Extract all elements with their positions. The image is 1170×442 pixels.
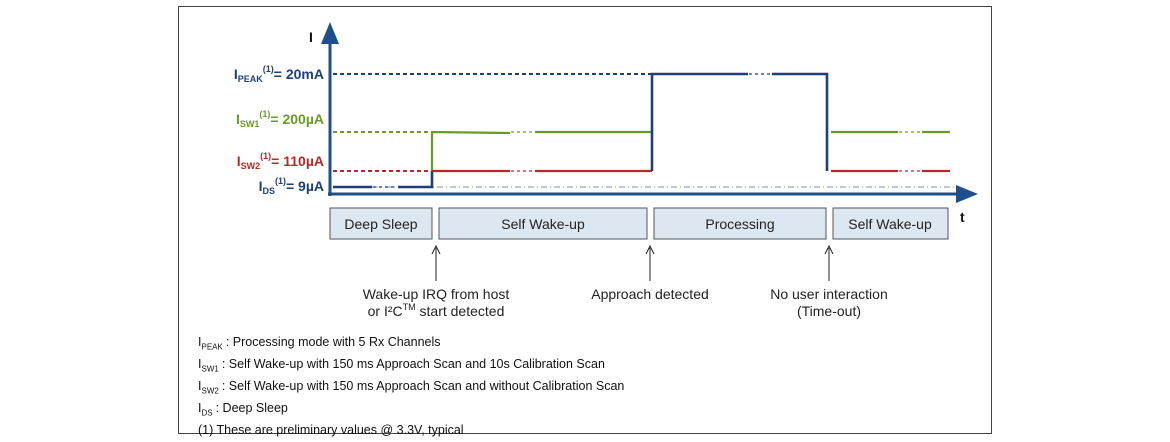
phase-boxes: Deep Sleep Self Wake-up Processing Self … xyxy=(329,207,949,240)
event-label-approach: Approach detected xyxy=(591,286,709,302)
level-label-peak: IPEAK(1)= 20mA xyxy=(234,64,324,84)
legend-row-ds: IDS: Deep Sleep xyxy=(198,400,624,422)
arrow-head-icon xyxy=(824,244,834,255)
phase-box-processing xyxy=(653,207,827,240)
legend-text: : Deep Sleep xyxy=(215,401,288,415)
legend-text: : Self Wake-up with 150 ms Approach Scan… xyxy=(221,379,625,393)
event-label-wakeup-irq: Wake-up IRQ from host xyxy=(363,286,510,302)
legend: IPEAK: Processing mode with 5 Rx Channel… xyxy=(198,334,624,439)
legend-row-sw2: ISW2: Self Wake-up with 150 ms Approach … xyxy=(198,378,624,400)
phase-label: Deep Sleep xyxy=(344,216,417,232)
level-label-sw2: ISW2(1)= 110µA xyxy=(237,151,324,171)
processing-peak-trace xyxy=(650,72,829,171)
event-label-no-interaction: No user interaction xyxy=(770,286,888,302)
phase-label: Self Wake-up xyxy=(501,216,585,232)
legend-row-sw1: ISW1: Self Wake-up with 150 ms Approach … xyxy=(198,356,624,378)
axes: I t xyxy=(309,22,978,225)
legend-symbol: IPEAK xyxy=(198,335,223,352)
phase-label: Processing xyxy=(705,216,774,232)
legend-symbol: IDS xyxy=(198,401,213,418)
level-label-ds: IDS(1)= 9µA xyxy=(259,176,324,196)
blue-current-trace xyxy=(333,171,434,189)
level-label-sw1: ISW1(1)= 200µA xyxy=(236,109,324,129)
arrow-head-icon xyxy=(645,244,655,255)
green-current-trace xyxy=(430,130,652,171)
y-axis-label: I xyxy=(309,29,313,45)
diagram-frame xyxy=(178,6,992,434)
reference-lines xyxy=(333,73,955,188)
arrow-head-icon xyxy=(431,244,441,255)
legend-row-peak: IPEAK: Processing mode with 5 Rx Channel… xyxy=(198,334,624,356)
phase-label: Self Wake-up xyxy=(848,216,932,232)
event-annotations: Wake-up IRQ from host or I²CTM start det… xyxy=(363,286,888,319)
y-axis-arrow-icon xyxy=(321,22,339,44)
x-axis-label: t xyxy=(960,209,965,225)
footnote: (1) These are preliminary values @ 3.3V,… xyxy=(198,423,464,437)
event-label-timeout: (Time-out) xyxy=(797,303,861,319)
event-arrows xyxy=(431,244,834,281)
legend-text: : Self Wake-up with 150 ms Approach Scan… xyxy=(221,357,605,371)
current-traces xyxy=(333,72,950,189)
phase-box-deep-sleep xyxy=(329,207,433,240)
phase-box-self-wakeup-2 xyxy=(832,207,949,240)
legend-text: : Processing mode with 5 Rx Channels xyxy=(225,335,441,349)
event-label-wakeup-irq-line2: or I²CTM start detected xyxy=(368,302,505,319)
break-marks xyxy=(373,73,921,188)
legend-symbol: ISW1 xyxy=(198,357,219,374)
legend-symbol: ISW2 xyxy=(198,379,219,396)
x-axis-arrow-icon xyxy=(956,185,978,203)
level-labels: IPEAK(1)= 20mA ISW1(1)= 200µA ISW2(1)= 1… xyxy=(234,64,324,196)
phase-box-self-wakeup xyxy=(438,207,648,240)
